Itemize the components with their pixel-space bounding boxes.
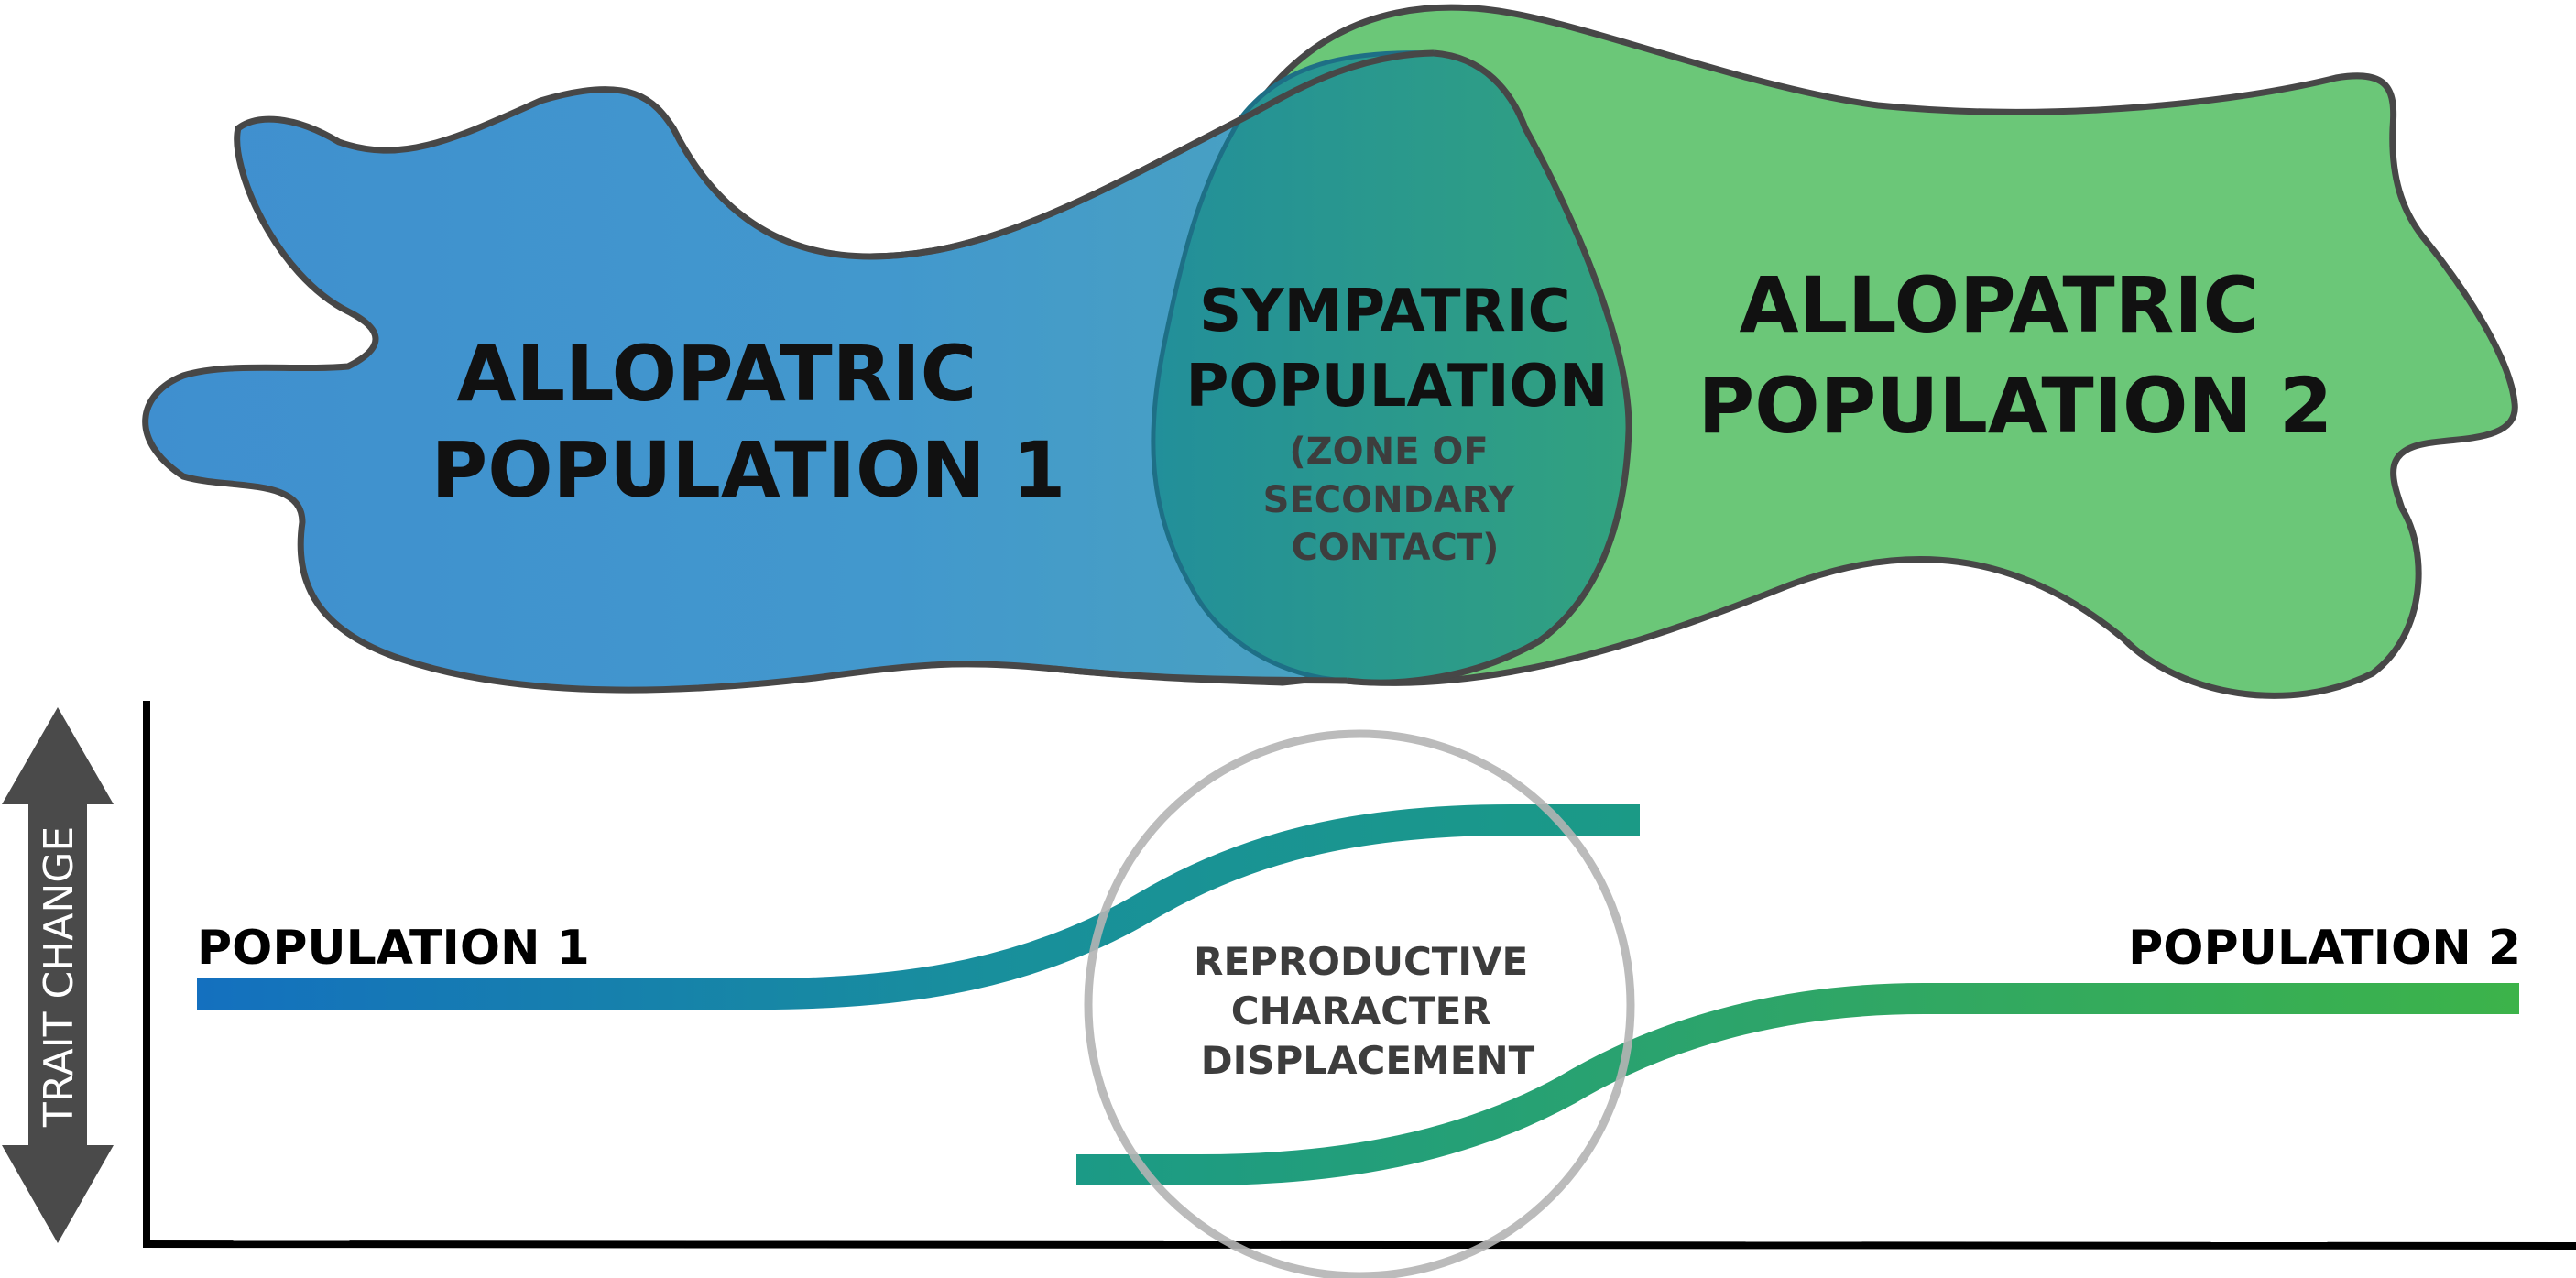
character-displacement-label-line-1: REPRODUCTIVE <box>1194 939 1528 984</box>
sympatric-outline <box>1346 49 1632 686</box>
population-2-label: POPULATION 2 <box>2128 921 2521 976</box>
allopatric-2-label-line-2: POPULATION 2 <box>1698 361 2333 451</box>
allopatric-region-1 <box>142 86 1388 694</box>
trait-change-arrow <box>2 707 114 1243</box>
allopatric-2-label-line-1: ALLOPATRIC <box>1740 260 2260 350</box>
population-2-trait-curve <box>1076 983 2519 1185</box>
y-axis-label: TRAIT CHANGE <box>36 826 82 1128</box>
sympatric-note: (ZONE OF SECONDARY CONTACT) <box>1263 431 1528 569</box>
allopatric-1-label: ALLOPATRIC POPULATION 1 <box>431 329 1066 515</box>
x-axis-line <box>142 1240 2576 1250</box>
allopatric-1-label-line-1: ALLOPATRIC <box>457 329 977 419</box>
blue-region-bottom-edge <box>1053 665 1348 684</box>
character-displacement-label: REPRODUCTIVE CHARACTER DISPLACEMENT <box>1194 939 1542 1083</box>
character-displacement-circle <box>1084 729 1635 1278</box>
sympatric-label: SYMPATRIC POPULATION <box>1186 278 1609 421</box>
sympatric-note-line-1: (ZONE OF <box>1289 431 1488 473</box>
population-1-trait-curve <box>197 804 1640 1010</box>
character-displacement-label-line-2: CHARACTER <box>1231 989 1491 1033</box>
sympatric-note-line-3: CONTACT) <box>1292 527 1500 569</box>
allopatric-1-label-line-2: POPULATION 1 <box>431 425 1066 515</box>
blue-region-top-edge <box>869 49 1435 260</box>
allopatric-2-label: ALLOPATRIC POPULATION 2 <box>1698 260 2333 451</box>
sympatric-label-line-2: POPULATION <box>1186 353 1609 421</box>
sympatric-label-line-1: SYMPATRIC <box>1199 278 1570 345</box>
sympatric-note-line-2: SECONDARY <box>1263 479 1516 521</box>
population-1-label: POPULATION 1 <box>197 921 590 976</box>
character-displacement-label-line-3: DISPLACEMENT <box>1201 1038 1535 1083</box>
